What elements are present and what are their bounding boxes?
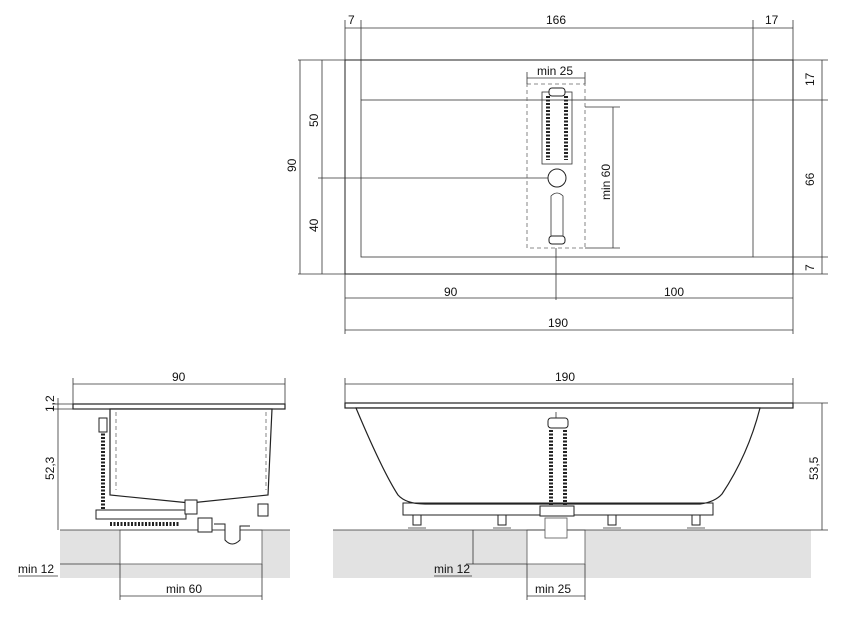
- front-floor-recess: [526, 529, 586, 565]
- dim-overall-height: 90: [285, 158, 299, 172]
- side-foot: [257, 503, 269, 517]
- dim-right-bottom: 7: [803, 264, 817, 271]
- dim-fitting-width: min 25: [537, 64, 573, 78]
- dim-left-upper: 50: [307, 113, 321, 127]
- plan-view: 7 166 17 90 50 40 17 66 7 min 25 m: [285, 13, 828, 334]
- side-floor-recess: [119, 529, 263, 565]
- dim-side-rim: 1,2: [43, 395, 57, 412]
- side-drain: [184, 499, 198, 515]
- side-waste-pipe: [95, 509, 187, 520]
- dim-side-floor-depth: min 12: [18, 562, 54, 576]
- drain-circle: [547, 168, 567, 188]
- dim-top-left-offset: 7: [348, 13, 355, 27]
- side-view: 90 1,2 52,3 min 12 min 60: [18, 370, 290, 600]
- front-rim: [344, 402, 794, 409]
- fitting-head: [548, 87, 566, 97]
- fitting-zone-outline: [526, 83, 586, 249]
- side-trap: [214, 523, 250, 545]
- dim-bottom-right: 100: [664, 285, 684, 299]
- dim-top-right-offset: 17: [765, 13, 779, 27]
- mixer-fitting-plan: min 25 min 60: [526, 64, 620, 249]
- dim-side-floor-opening: min 60: [166, 582, 202, 596]
- front-tub-body: [355, 407, 761, 505]
- dim-front-floor-depth: min 12: [434, 562, 470, 576]
- tub-outer-outline: [344, 59, 794, 275]
- side-supply-valve: [98, 417, 108, 433]
- dim-front-height: 53,5: [807, 456, 821, 480]
- dim-front-floor-opening: min 25: [535, 582, 571, 596]
- dim-top-width: 166: [546, 13, 566, 27]
- front-view: 190 53,5 min 12 min 25: [333, 370, 828, 600]
- dim-overall-length: 190: [548, 316, 568, 330]
- dim-right-middle: 66: [803, 172, 817, 186]
- front-mixer-fitting: [539, 412, 575, 539]
- dim-front-length: 190: [555, 370, 575, 384]
- dim-side-height: 52,3: [43, 456, 57, 480]
- dim-bottom-left: 90: [444, 285, 458, 299]
- dim-fitting-depth: min 60: [599, 164, 613, 200]
- dim-left-lower: 40: [307, 218, 321, 232]
- tub-inner-basin: [360, 99, 754, 258]
- dim-side-width: 90: [172, 370, 186, 384]
- side-rim: [72, 403, 286, 410]
- side-tub-body: [109, 408, 273, 504]
- dim-right-top: 17: [803, 72, 817, 86]
- front-feet: [408, 514, 705, 529]
